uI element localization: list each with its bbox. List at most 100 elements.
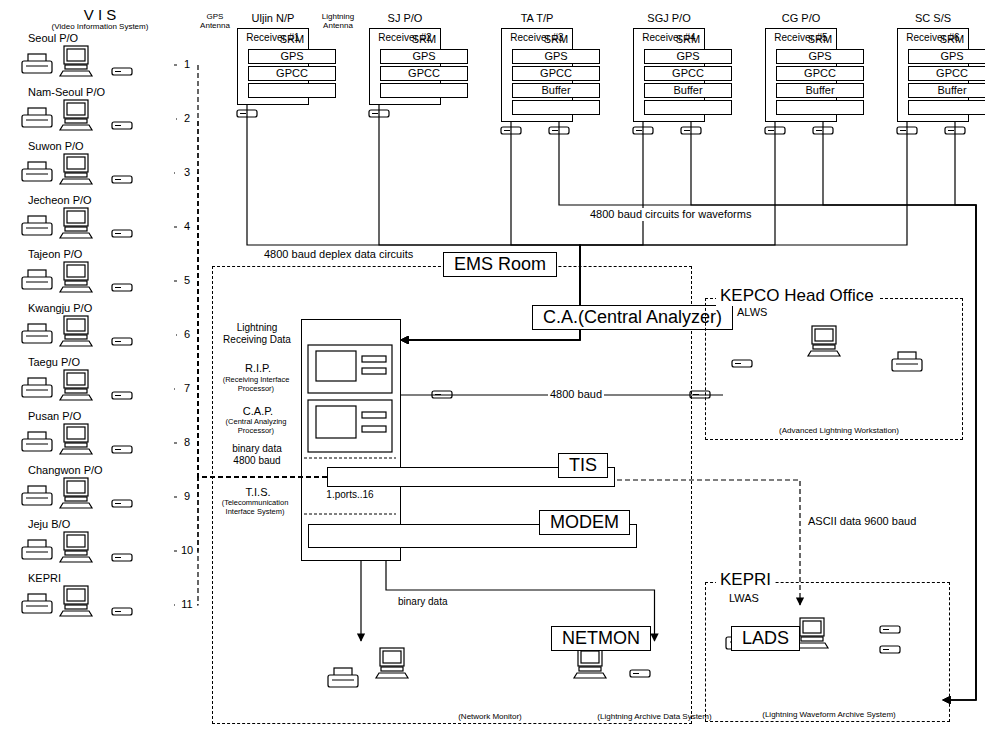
modem-icon (112, 230, 132, 237)
annotation-label: (Telecommunication Interface System) (212, 499, 298, 516)
callout-number: 2 (177, 112, 197, 125)
connector (559, 122, 976, 700)
printer-icon (22, 432, 52, 451)
modem-icon (880, 626, 900, 633)
connector (174, 281, 327, 477)
node-title: Jeju B/O (28, 518, 70, 531)
computer-icon (60, 208, 92, 238)
node-title: SRM (747, 33, 893, 46)
modem-icon (732, 360, 752, 367)
node-title: KEPRI (716, 570, 775, 590)
node-title: GPS (219, 50, 365, 63)
node-title: Suwon P/O (28, 140, 84, 153)
connector (174, 335, 327, 477)
annotation-label: 4800 baud deplex data circuits (262, 248, 415, 261)
annotation-label: Lightning Receiving Data (220, 322, 294, 345)
node-title: Tajeon P/O (28, 248, 82, 261)
node-subtitle: (Advanced Lightning Workstation) (779, 426, 899, 435)
connector (823, 122, 976, 700)
annotation-label: V I S (50, 6, 150, 23)
module-box: Buffer (908, 100, 985, 115)
node-title: GPCC (747, 67, 893, 80)
edge-label: ASCII data 9600 baud (808, 515, 916, 528)
node-title: SRM (351, 33, 497, 46)
node-title: GPS (879, 50, 985, 63)
modem-icon (112, 554, 132, 561)
callout-number: 10 (177, 544, 197, 557)
computer-icon (796, 618, 828, 648)
node-title: GPCC (615, 67, 761, 80)
modem-icon (112, 392, 132, 399)
node-title: TA T/P (472, 12, 602, 25)
module-box: Buffer (644, 100, 732, 115)
callout-number: 1 (177, 58, 197, 71)
node-subtitle: (Lightning Archive Data System) (597, 712, 711, 721)
analyzer-rack: C.A.(Central Analyzer)TISMODEM (301, 319, 401, 561)
node-title: Buffer (615, 84, 761, 97)
printer-icon (22, 486, 52, 505)
connector (174, 173, 327, 477)
site-region: KEPRILWAS(Lightning Waveform Archive Sys… (705, 582, 950, 722)
node-title: Kwangju P/O (28, 302, 92, 315)
computer-icon (60, 424, 92, 454)
node-title: SGJ P/O (604, 12, 734, 25)
modem-icon (112, 446, 132, 453)
computer-icon (808, 326, 840, 356)
node-title: C.A.(Central Analyzer) (532, 305, 733, 330)
receiver-box: SGJ P/OReceiver #4SRMGPSGPCCBuffer (633, 28, 705, 122)
workstation: LWAS(Lightning Waveform Archive System) (715, 605, 943, 719)
computer-icon (60, 46, 92, 76)
module-box: GPCC (248, 83, 336, 98)
node-title: GPS (615, 50, 761, 63)
node-subtitle: (Network Monitor) (458, 712, 522, 721)
node-title: Nam-Seoul P/O (28, 86, 105, 99)
node-title: Jecheon P/O (28, 194, 92, 207)
node-title: EMS Room (443, 252, 557, 277)
annotation-label: C.A.P. (218, 405, 298, 418)
node-title: KEPCO Head Office (716, 286, 878, 306)
connector (943, 122, 976, 700)
annotation-label: Lightning Antenna (312, 12, 364, 30)
node-title: GPS (483, 50, 629, 63)
node-title: SRM (879, 33, 985, 46)
computer-icon (60, 478, 92, 508)
unit-box: MODEM (308, 524, 637, 548)
printer-icon (22, 324, 52, 343)
printer-icon (22, 540, 52, 559)
station-terminal: Suwon P/O (8, 140, 174, 188)
station-terminal: Jecheon P/O (8, 194, 174, 242)
printer-icon (22, 594, 52, 613)
station-terminal: Seoul P/O (8, 32, 174, 80)
printer-icon (22, 270, 52, 289)
callout-number: 8 (177, 436, 197, 449)
modem-icon (112, 338, 132, 345)
station-terminal: Kwangju P/O (8, 302, 174, 350)
node-title: KEPRI (28, 572, 61, 585)
node-title: GPCC (483, 67, 629, 80)
modem-icon (112, 68, 132, 75)
printer-icon (892, 352, 922, 371)
node-title: LWAS (725, 592, 763, 605)
computer-icon (60, 100, 92, 130)
site-region: KEPCO Head OfficeALWS(Advanced Lightning… (705, 298, 963, 440)
computer-icon (376, 648, 408, 678)
receiver-box: SC S/SReceiver #6SRMGPSGPCCBuffer (897, 28, 969, 122)
node-title: Buffer (483, 84, 629, 97)
computer-icon (60, 262, 92, 292)
modem-icon (112, 284, 132, 291)
node-subtitle: (Lightning Waveform Archive System) (762, 710, 896, 719)
station-terminal: Pusan P/O (8, 410, 174, 458)
computer-icon (60, 370, 92, 400)
computer-icon (60, 586, 92, 616)
node-title: GPCC (219, 67, 365, 80)
modem-icon (112, 122, 132, 129)
receiver-box: CG P/OReceiver #5SRMGPSGPCCBuffer (765, 28, 837, 122)
annotation-label: R.I.P. (218, 362, 298, 375)
node-title: Buffer (747, 84, 893, 97)
module-box: Buffer (512, 100, 600, 115)
callout-number: 4 (177, 220, 197, 233)
node-title: ALWS (733, 306, 771, 319)
node-title: SRM (483, 33, 629, 46)
callout-number: 6 (177, 328, 197, 341)
node-title: GPCC (879, 67, 985, 80)
